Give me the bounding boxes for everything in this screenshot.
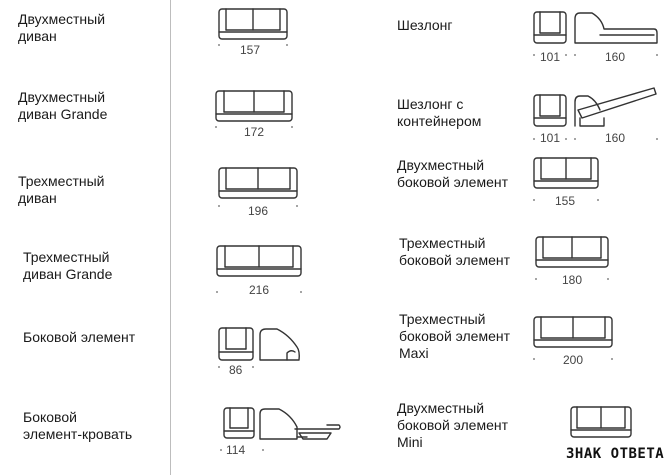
dimension-label: 157 — [240, 43, 261, 57]
item-label-two-seat-sofa: Двухместный диван — [18, 11, 106, 44]
dimension-label: 101 — [540, 131, 561, 145]
dimension-marks — [574, 54, 658, 58]
three-seat-side-element-maxi-icon — [533, 316, 613, 348]
dimension-marks — [533, 138, 567, 142]
dimension-label: 200 — [563, 353, 584, 367]
side-element-profile-icon — [259, 328, 300, 361]
dimension-label: 180 — [562, 273, 583, 287]
dimension-label: 114 — [226, 443, 246, 457]
item-label-chaise-longue-container: Шезлонг с контейнером — [397, 96, 482, 129]
chaise-longue-container-front-icon — [533, 94, 567, 127]
watermark-text: ЗНАК ОТВЕТА — [566, 446, 665, 462]
dimension-marks — [535, 278, 609, 282]
two-seat-sofa-icon — [218, 8, 288, 40]
dimension-marks — [533, 199, 599, 203]
item-label-three-seat-side: Трехместный боковой элемент — [399, 235, 510, 268]
dimension-label: 86 — [229, 363, 243, 377]
item-label-side-element: Боковой элемент — [23, 329, 136, 345]
item-label-two-seat-side-mini: Двухместный боковой элемент Mini — [397, 400, 508, 450]
dimension-label: 196 — [248, 204, 269, 218]
dimension-marks — [218, 44, 288, 48]
dimension-marks — [218, 205, 298, 209]
item-label-two-seat-side: Двухместный боковой элемент — [397, 157, 508, 190]
side-element-icon — [218, 327, 254, 361]
dimension-label: 216 — [249, 283, 270, 297]
side-element-bed-profile-icon — [259, 408, 341, 440]
item-label-three-seat-sofa-grande: Трехместный диван Grande — [23, 249, 113, 282]
chaise-longue-front-icon — [533, 11, 567, 44]
dimension-label: 101 — [540, 50, 561, 64]
three-seat-sofa-icon — [218, 167, 298, 199]
dimension-marks — [215, 126, 293, 130]
two-seat-side-element-mini-icon — [570, 406, 632, 438]
chaise-longue-profile-icon — [574, 12, 658, 44]
chaise-longue-container-profile-icon — [574, 87, 657, 127]
dimension-label: 160 — [605, 131, 626, 145]
dimension-marks — [533, 54, 567, 58]
two-seat-side-element-icon — [533, 157, 599, 189]
dimension-marks — [574, 138, 658, 142]
dimension-marks — [220, 449, 264, 453]
dimension-marks — [533, 358, 613, 362]
side-element-bed-icon — [223, 407, 255, 439]
column-divider — [170, 0, 171, 475]
three-seat-sofa-grande-icon — [216, 245, 302, 277]
dimension-label: 155 — [555, 194, 576, 208]
item-label-chaise-longue: Шезлонг — [397, 17, 453, 33]
item-label-three-seat-side-maxi: Трехместный боковой элемент Maxi — [399, 311, 510, 361]
dimension-marks — [218, 366, 254, 370]
item-label-three-seat-sofa: Трехместный диван — [18, 173, 105, 206]
dimension-marks — [216, 291, 302, 295]
item-label-two-seat-sofa-grande: Двухместный диван Grande — [18, 89, 108, 122]
item-label-side-element-bed: Боковой элемент-кровать — [23, 409, 133, 442]
two-seat-sofa-grande-icon — [215, 90, 293, 122]
dimension-label: 172 — [244, 125, 265, 139]
dimension-label: 160 — [605, 50, 626, 64]
three-seat-side-element-icon — [535, 236, 609, 268]
